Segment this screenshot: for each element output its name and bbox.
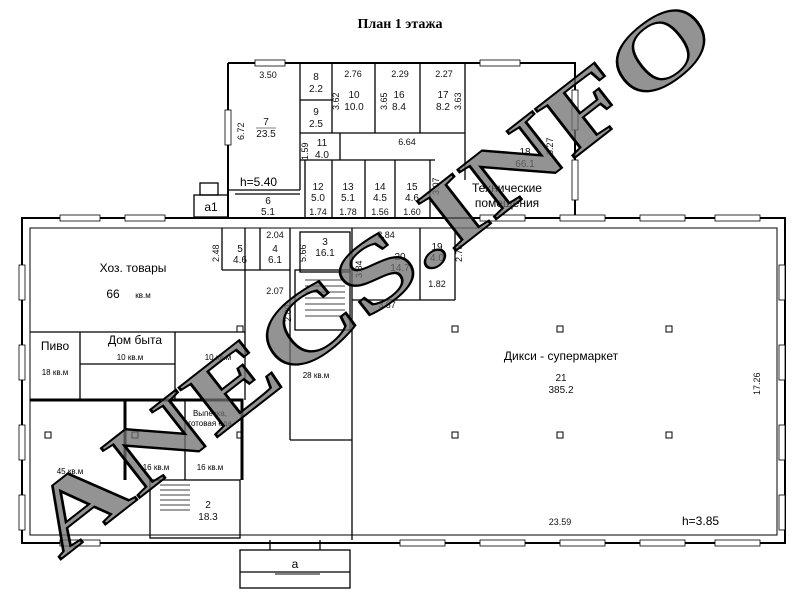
room-13-area: 5.1	[341, 193, 355, 204]
tenant-unit-16b: 16 кв.м	[197, 463, 224, 472]
room-20-number: 20	[394, 252, 406, 263]
dim-1726: 17.26	[752, 372, 762, 395]
tenant-beer: Пиво	[41, 339, 70, 353]
tenant-unit-10: 10 кв.м	[205, 353, 232, 362]
room-16-number: 16	[393, 90, 405, 101]
tenant-services-area: 10 кв.м	[117, 353, 144, 362]
room-8-number: 8	[313, 72, 319, 83]
dim-159: 1.59	[300, 142, 310, 160]
room-labels: 7 23.5 8 2.2 9 2.5 10 10.0 16 8.4 17 8.2…	[198, 72, 574, 523]
room-17-number: 17	[437, 90, 449, 101]
room-2-area: 18.3	[198, 512, 218, 523]
room-7-number: 7	[263, 117, 269, 128]
dim-365: 3.65	[379, 92, 389, 110]
tenant-hall-28: 28 кв.м	[303, 371, 330, 380]
dim-160: 1.60	[403, 207, 421, 217]
tenant-services: Дом быта	[108, 333, 162, 347]
room-20-area: 14.7	[390, 263, 410, 274]
dim-362: 3.62	[331, 92, 341, 110]
room-3-area: 16.1	[315, 248, 335, 259]
room-13-number: 13	[342, 182, 354, 193]
tenant-household: Хоз. товары	[100, 261, 167, 275]
axis-a1-label: a1	[204, 200, 218, 214]
room-4-area: 6.1	[268, 255, 282, 266]
dim-387: 3.87	[378, 300, 396, 310]
dim-248: 2.48	[211, 244, 221, 262]
stair-hatching	[160, 279, 345, 511]
dim-204: 2.04	[266, 230, 284, 240]
dim-178: 1.78	[339, 207, 357, 217]
tenant-labels: Хоз. товары 66 кв.м Пиво 18 кв.м Дом быт…	[41, 181, 619, 476]
main-entrance	[239, 540, 351, 589]
dim-207: 2.07	[266, 286, 284, 296]
room-18-number: 18	[519, 147, 531, 158]
dim-363: 3.63	[453, 92, 463, 110]
room-12-number: 12	[312, 182, 324, 193]
tenant-beer-area: 18 кв.м	[42, 368, 69, 377]
room-21-area: 385.2	[548, 385, 573, 396]
room-19-number: 19	[431, 242, 443, 253]
dim-664: 6.64	[398, 137, 416, 147]
dim-350: 3.50	[259, 70, 277, 80]
dim-273: 2.73	[454, 244, 464, 262]
tenant-tech-line1: Технические	[472, 181, 542, 195]
room-11-number: 11	[317, 138, 328, 149]
room-6-number: 6	[265, 196, 271, 207]
room-9-area: 2.5	[309, 119, 323, 130]
tenant-bakery-line1: Выпечка,	[193, 409, 227, 418]
room-10-area: 10.0	[344, 102, 364, 113]
room-14-number: 14	[374, 182, 386, 193]
room-21-number: 21	[555, 373, 567, 384]
dim-672: 6.72	[236, 122, 246, 140]
room-11-area: 4.0	[315, 150, 329, 161]
room-19-area: 4.0	[430, 253, 444, 264]
axis-a-label: a	[292, 557, 299, 571]
dim-2359: 23.59	[549, 517, 572, 527]
room-10-number: 10	[348, 90, 360, 101]
tenant-tech-line2: помещения	[475, 196, 539, 210]
room-2-number: 2	[205, 500, 211, 511]
dim-276: 2.76	[344, 69, 362, 79]
dim-280: 2.80	[283, 304, 293, 322]
room-3-number: 3	[322, 237, 328, 248]
dimensions: 3.50 2.76 2.29 2.27 6.72 3.62 3.65 3.63 …	[211, 69, 762, 527]
room-5-area: 4.6	[233, 255, 247, 266]
tenant-bakery-line2: готовая еда	[188, 419, 232, 428]
dim-156: 1.56	[371, 207, 389, 217]
room-16-area: 8.4	[392, 102, 406, 113]
room-14-area: 4.5	[373, 193, 387, 204]
tenant-unit-45: 45 кв.м	[57, 467, 84, 476]
dim-182: 1.82	[428, 279, 446, 289]
dim-566: 5.66	[298, 244, 308, 262]
dim-384b: 3.84	[354, 260, 364, 278]
room-4-number: 4	[272, 244, 278, 255]
windows	[18, 59, 786, 547]
height-ground: h=3.85	[682, 514, 719, 528]
columns	[44, 325, 673, 439]
height-upper: h=5.40	[240, 175, 277, 189]
room-15-area: 4.6	[405, 193, 419, 204]
room-7-area: 23.5	[256, 129, 276, 140]
room-12-area: 5.0	[311, 193, 325, 204]
dim-174: 1.74	[309, 207, 327, 217]
room-15-number: 15	[406, 182, 418, 193]
room-5-number: 5	[237, 244, 243, 255]
room-8-area: 2.2	[309, 84, 323, 95]
dim-229: 2.29	[391, 69, 409, 79]
dim-827: 8.27	[545, 137, 555, 155]
room-9-number: 9	[313, 107, 319, 118]
tenant-household-area: 66	[106, 287, 120, 301]
room-18-area: 66.1	[515, 159, 535, 170]
tenant-household-unit: кв.м	[135, 291, 150, 300]
tenant-supermarket: Дикси - супермаркет	[504, 349, 619, 363]
room-17-area: 8.2	[436, 102, 450, 113]
dim-227: 2.27	[435, 69, 453, 79]
tenant-unit-16a: 16 кв.м	[143, 463, 170, 472]
plan-title: План 1 этажа	[357, 17, 442, 32]
dim-384a: 3.84	[377, 230, 395, 240]
bakery-outline	[30, 398, 244, 480]
room-6-area: 5.1	[261, 207, 275, 218]
dim-307: 3.07	[431, 177, 441, 195]
